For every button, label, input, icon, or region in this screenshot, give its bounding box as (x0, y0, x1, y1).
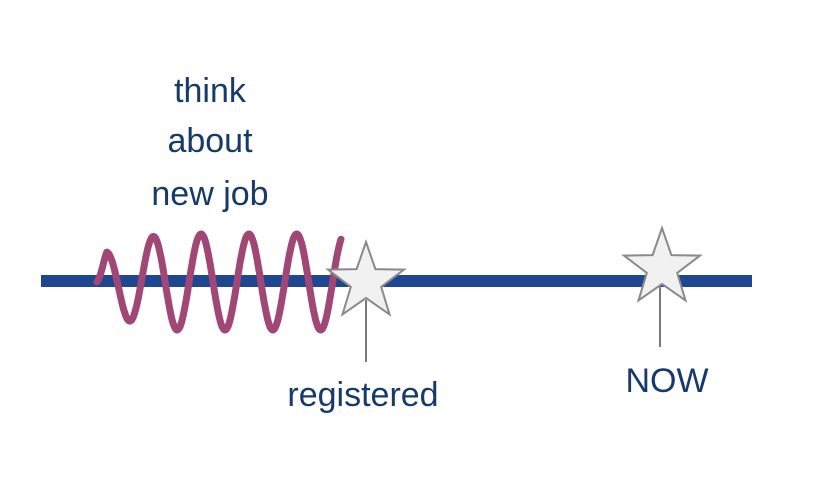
now-label: NOW (625, 362, 708, 400)
registered-label: registered (287, 376, 438, 414)
annotation-line-1: think (174, 72, 247, 110)
annotation-line-3: new job (151, 175, 268, 213)
thinking-wave (93, 230, 345, 334)
annotation-line-2: about (167, 122, 253, 160)
now-star-icon (621, 224, 703, 303)
registered-star-icon (325, 238, 407, 317)
